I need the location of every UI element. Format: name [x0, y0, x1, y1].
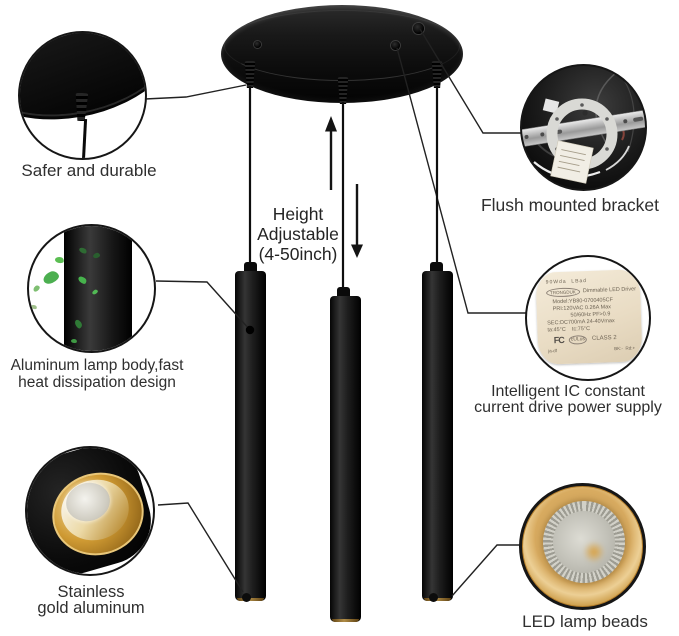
wire-white: [605, 145, 630, 171]
pendant-tube-right: [422, 271, 453, 601]
arrow-down-icon: [351, 244, 363, 258]
arrow-up-icon: [325, 116, 337, 132]
caption-ic-line2: current drive power supply: [474, 398, 662, 416]
pendant-tube-left: [235, 271, 266, 601]
detail-circle-led: [519, 483, 646, 610]
spec-tag: [550, 140, 594, 184]
leaf-icon: [41, 269, 61, 286]
caption-height-line2: Adjustable: [257, 224, 339, 244]
led-diffuser-center: [553, 511, 615, 573]
lamp-body-closeup: [64, 226, 132, 351]
leaf-icon: [70, 338, 78, 344]
caption-stainless: Stainless gold aluminum: [24, 583, 158, 617]
led-glow: [583, 541, 605, 563]
detail-circle-bracket: [520, 64, 647, 191]
callout-line-safer: [144, 84, 247, 100]
caption-safer: Safer and durable: [21, 161, 157, 180]
driver-label-footer: ja-df BK:- Rd:+: [548, 344, 635, 354]
caption-aluminum-body: Aluminum lamp body,fast heat dissipation…: [4, 357, 190, 391]
canopy-hole: [413, 23, 424, 34]
cord-closeup: [81, 118, 88, 158]
driver-foot-left: ja-df: [548, 348, 558, 354]
leaf-icon: [32, 284, 41, 293]
caption-stainless-line1: Stainless: [57, 583, 125, 601]
class2-mark: CLASS 2: [591, 335, 617, 342]
driver-spec-label: 90Wda LBad TRONGDUK Dimmable LED Driver …: [535, 269, 643, 365]
reflection-patch: [542, 98, 560, 114]
tube-cap-center: [337, 287, 350, 298]
caption-height-adjustable: Height Adjustable (4-50inch): [246, 204, 350, 264]
driver-type: Dimmable LED Driver: [582, 286, 637, 295]
driver-foot-right: BK:- Rd:+: [614, 345, 636, 352]
bracket-closeup: [522, 71, 645, 184]
canopy-hole: [254, 41, 261, 48]
driver-label-brand-row: TRONGDUK Dimmable LED Driver: [545, 285, 637, 298]
led-diffuser-ridges: [543, 501, 625, 583]
cord-grip-center: [337, 77, 349, 104]
detail-circle-safer: [18, 31, 147, 160]
detail-circle-aluminum: [27, 224, 156, 353]
caption-led-beads: LED lamp beads: [522, 612, 648, 631]
callout-line-led: [451, 544, 520, 597]
driver-brand: TRONGDUK: [545, 287, 581, 298]
cord-grip-left: [244, 61, 256, 88]
tube-cap-left: [244, 262, 257, 273]
caption-aluminum-line2: heat dissipation design: [18, 374, 176, 391]
pendant-tube-center: [330, 296, 361, 622]
fcc-mark-icon: FC: [553, 334, 564, 346]
driver-certs: FC cULus CLASS 2: [548, 333, 635, 345]
leaf-icon: [30, 304, 38, 310]
caption-stainless-line2: gold aluminum: [37, 599, 145, 617]
caption-height-line1: Height: [272, 204, 324, 224]
detail-circle-stainless: [25, 446, 155, 576]
ul-mark-icon: cULus: [568, 335, 588, 345]
caption-flush-bracket: Flush mounted bracket: [480, 195, 659, 215]
tube-bottom-knob: [429, 593, 438, 602]
canopy-hole: [391, 41, 400, 50]
tube-bottom-knob: [242, 593, 251, 602]
caption-aluminum-line1: Aluminum lamp body,fast: [10, 357, 184, 374]
callout-line-stainless: [157, 502, 244, 593]
caption-ic-line1: Intelligent IC constant: [491, 383, 645, 400]
detail-circle-driver: 90Wda LBad TRONGDUK Dimmable LED Driver …: [525, 255, 651, 381]
screw: [582, 110, 588, 116]
caption-height-line3: (4-50inch): [258, 244, 338, 264]
caption-ic-driver: Intelligent IC constant current drive po…: [456, 384, 679, 415]
